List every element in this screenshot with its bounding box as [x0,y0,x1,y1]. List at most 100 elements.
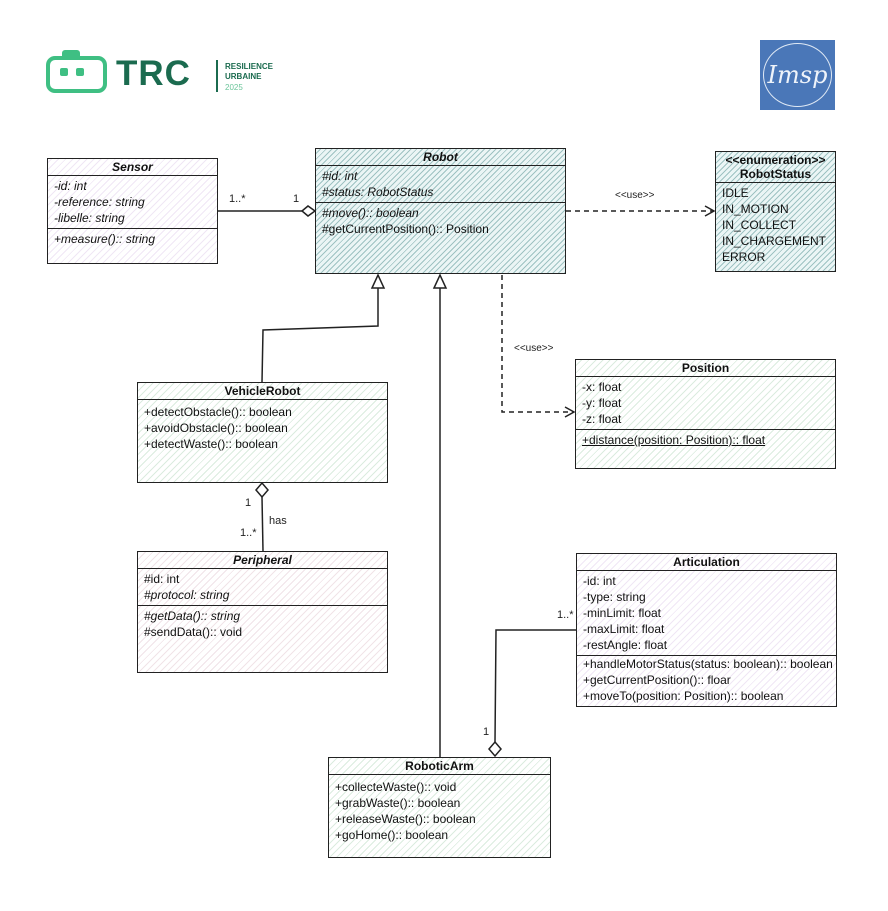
enum-values: IDLE IN_MOTION IN_COLLECT IN_CHARGEMENT … [716,183,835,267]
method: #getData():: string [144,609,241,623]
method: +measure():: string [54,232,156,246]
method: +detectObstacle():: boolean [144,405,292,419]
association-label: has [269,515,287,527]
class-vehiclerobot[interactable]: VehicleRobot +detectObstacle():: boolean… [137,382,388,483]
robot-head-icon [46,50,107,93]
attribute: #id: int [322,169,358,183]
method: +handleMotorStatus(status: boolean):: bo… [583,657,833,671]
multiplicity-label: 1..* [557,609,574,621]
method: #move():: boolean [322,206,419,220]
class-robot[interactable]: Robot #id: int #status: RobotStatus #mov… [315,148,566,274]
attribute: #status: RobotStatus [322,185,434,199]
multiplicity-label: 1 [245,497,252,509]
trc-logo-name: TRC [116,54,191,93]
inheritance-triangle-icon [432,273,448,289]
attribute: -maxLimit: float [583,622,665,636]
attribute: #id: int [144,572,180,586]
attributes: #id: int #status: RobotStatus [316,166,565,203]
attributes: -id: int -reference: string -libelle: st… [48,176,217,229]
class-articulation[interactable]: Articulation -id: int -type: string -min… [576,553,837,707]
trc-logo-line2: URBAINE [225,72,262,81]
attributes: -x: float -y: float -z: float [576,377,835,430]
robot-position-dependency [501,275,576,418]
multiplicity-label: 1..* [229,193,246,205]
attribute: -reference: string [54,195,145,209]
class-position[interactable]: Position -x: float -y: float -z: float +… [575,359,836,469]
roboticarm-generalization [432,273,448,757]
class-name: Peripheral [138,552,387,569]
multiplicity-label: 1 [293,193,300,205]
attribute: -id: int [583,574,616,588]
trc-logo-year: 2025 [225,83,243,92]
vehiclerobot-generalization [261,273,386,383]
attribute: -id: int [54,179,87,193]
vehicle-peripheral-aggregation [255,481,269,552]
method: +avoidObstacle():: boolean [144,421,288,435]
stereotype: <<enumeration>> [725,153,826,167]
imsp-logo: Imsp [760,40,835,110]
enum-value: IN_MOTION [722,202,789,216]
attribute: -y: float [582,396,622,410]
enum-value: ERROR [722,250,766,264]
method: +distance(position: Position):: float [582,433,766,447]
methods: +measure():: string [48,229,217,249]
enum-value: IN_CHARGEMENT [722,234,827,248]
method: +grabWaste():: boolean [335,796,461,810]
multiplicity-label: 1 [483,726,490,738]
method: +releaseWaste():: boolean [335,812,476,826]
class-name: RobotStatus [739,167,812,181]
method: +detectWaste():: boolean [144,437,278,451]
aggregation-diamond-icon [255,481,269,499]
attribute: -libelle: string [54,211,125,225]
class-name: RoboticArm [329,758,550,775]
class-name: Sensor [48,159,217,176]
inheritance-triangle-icon [370,273,386,289]
attribute: #protocol: string [144,588,230,602]
attribute: -restAngle: float [583,638,668,652]
multiplicity-label: 1..* [240,527,257,539]
trc-logo [46,48,276,94]
enum-value: IDLE [722,186,749,200]
enum-value: IN_COLLECT [722,218,797,232]
class-roboticarm[interactable]: RoboticArm +collecteWaste():: void +grab… [328,757,551,858]
methods: +distance(position: Position):: float [576,430,835,450]
sensor-robot-aggregation [218,205,317,217]
class-name: Robot [316,149,565,166]
attribute: -z: float [582,412,622,426]
imsp-logo-ring [763,43,832,107]
enum-header: <<enumeration>> RobotStatus [716,152,835,183]
dependency-label: <<use>> [615,190,655,201]
aggregation-diamond-icon [300,205,317,217]
trc-logo-line1: RESILIENCE [225,62,274,71]
attribute: -minLimit: float [583,606,662,620]
class-peripheral[interactable]: Peripheral #id: int #protocol: string #g… [137,551,388,673]
methods: +collecteWaste():: void +grabWaste():: b… [329,775,550,845]
dependency-label: <<use>> [514,343,554,354]
class-name: Position [576,360,835,377]
method: #getCurrentPosition():: Position [322,222,489,236]
method: +moveTo(position: Position):: boolean [583,689,784,703]
enum-robotstatus[interactable]: <<enumeration>> RobotStatus IDLE IN_MOTI… [715,151,836,272]
imsp-logo-text: Imsp [767,61,828,89]
class-name: VehicleRobot [138,383,387,400]
class-name: Articulation [577,554,836,571]
methods: +detectObstacle():: boolean +avoidObstac… [138,400,387,454]
attributes: -id: int -type: string -minLimit: float … [577,571,836,656]
methods: #move():: boolean #getCurrentPosition():… [316,203,565,239]
trc-logo-subtitle: RESILIENCE URBAINE [225,62,273,82]
method: #sendData():: void [144,625,243,639]
method: +collecteWaste():: void [335,780,457,794]
aggregation-diamond-icon [488,740,502,758]
method: +goHome():: boolean [335,828,449,842]
attribute: -x: float [582,380,622,394]
method: +getCurrentPosition():: floar [583,673,731,687]
class-sensor[interactable]: Sensor -id: int -reference: string -libe… [47,158,218,264]
arm-articulation-aggregation [488,629,576,758]
attributes: #id: int #protocol: string [138,569,387,606]
trc-logo-separator [216,60,218,92]
methods: #getData():: string #sendData():: void [138,606,387,642]
attribute: -type: string [583,590,646,604]
methods: +handleMotorStatus(status: boolean):: bo… [577,656,836,706]
